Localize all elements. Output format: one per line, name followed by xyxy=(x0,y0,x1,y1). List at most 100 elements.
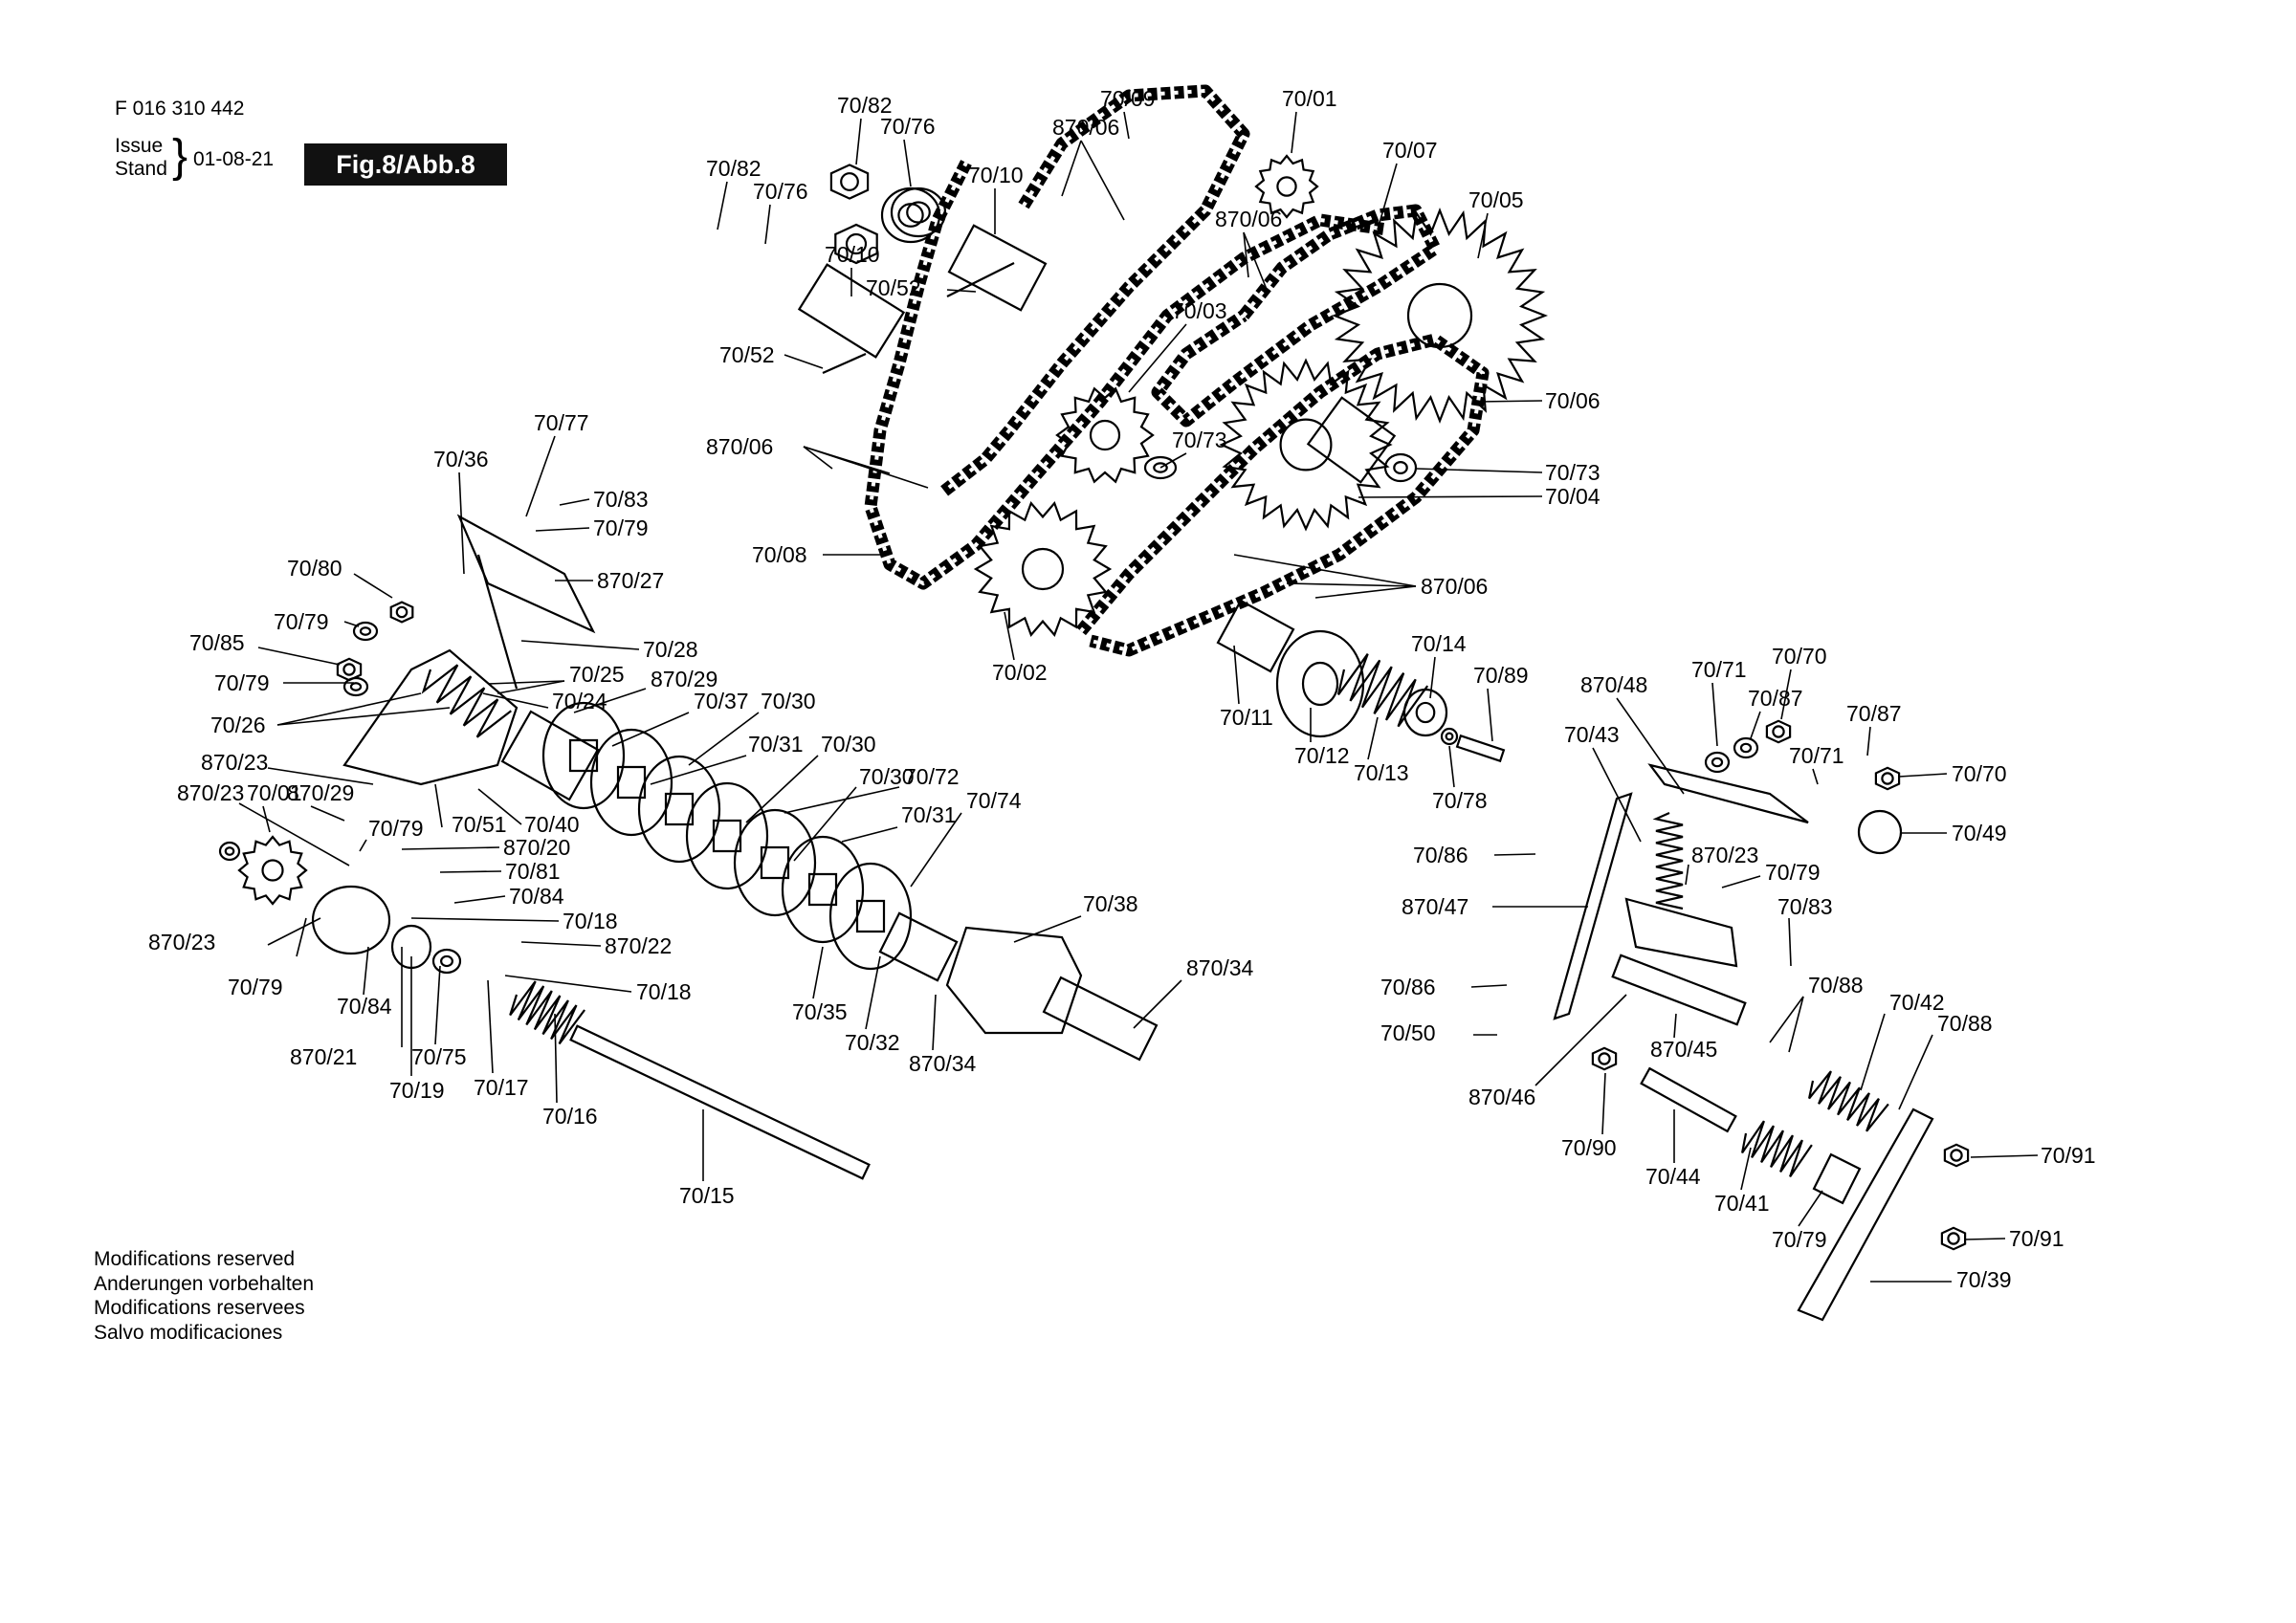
part-label: 70/89 xyxy=(1473,663,1529,688)
nut-70-82 xyxy=(834,223,878,265)
part-label: 870/45 xyxy=(1650,1037,1717,1062)
leader-line xyxy=(1243,231,1269,293)
leader-line xyxy=(903,139,912,187)
leader-line xyxy=(310,805,345,822)
leader-line xyxy=(453,895,506,904)
hub-70-04 xyxy=(1306,396,1397,484)
part-label: 70/79 xyxy=(593,515,649,540)
part-label: 70/50 xyxy=(1380,1020,1436,1045)
nut-70-91b-bore xyxy=(1947,1232,1960,1245)
part-label: 70/86 xyxy=(1380,975,1436,999)
leader-line xyxy=(1233,645,1240,705)
part-label: 70/71 xyxy=(1691,657,1747,682)
nut-70-70b xyxy=(1874,766,1901,791)
leader-line xyxy=(855,118,862,165)
sprocket-70-03-hub xyxy=(1089,419,1121,451)
part-label: 70/76 xyxy=(753,179,808,204)
disc-70-3x xyxy=(781,835,865,944)
leader-line xyxy=(1377,163,1398,230)
washer-70-75 xyxy=(431,948,462,975)
leader-line xyxy=(1798,1190,1823,1227)
part-label: 70/39 xyxy=(1956,1267,2012,1292)
part-label: 70/35 xyxy=(792,999,848,1024)
leader-line xyxy=(1477,212,1489,259)
part-label: 70/07 xyxy=(1382,138,1438,163)
leader-line xyxy=(1812,768,1819,785)
leader-line xyxy=(267,917,321,946)
leader-line xyxy=(262,805,271,833)
leader-line xyxy=(1291,111,1297,154)
part-label: 70/82 xyxy=(706,156,762,181)
nut-70-70b-bore xyxy=(1881,772,1894,785)
part-label: 70/08 xyxy=(752,542,807,567)
washer-70-79a xyxy=(352,621,379,642)
disc-70-12-hole xyxy=(1301,661,1339,707)
part-label: 70/30 xyxy=(761,689,816,713)
part-label: 70/06 xyxy=(1545,388,1601,413)
part-label: 70/79 xyxy=(274,609,329,634)
nut-70-90-bore xyxy=(1598,1052,1611,1065)
part-label: 70/70 xyxy=(1952,761,2007,786)
nut-70-90 xyxy=(1591,1046,1618,1071)
part-label: 70/24 xyxy=(552,689,607,713)
shaft-70-44 xyxy=(1640,1066,1737,1133)
part-label: 70/03 xyxy=(1172,298,1227,323)
part-label: 70/73 xyxy=(1172,428,1227,452)
clutch-870-34 xyxy=(945,926,1083,1035)
washer-70-78 xyxy=(1440,727,1459,746)
disc-70-3x xyxy=(541,701,626,810)
leader-line xyxy=(1685,864,1689,886)
leader-line xyxy=(1788,996,1804,1053)
spring-70-13 xyxy=(1336,653,1429,728)
leader-line xyxy=(1013,915,1082,943)
part-label: 870/06 xyxy=(1215,207,1282,231)
sprocket-70-05 xyxy=(1331,207,1549,425)
leader-line xyxy=(764,204,771,245)
part-label: 70/32 xyxy=(845,1030,900,1055)
washer-70-87-hole xyxy=(1739,742,1753,754)
leader-line xyxy=(1673,1013,1677,1039)
sprocket-70-01b xyxy=(237,835,308,906)
part-label: 70/18 xyxy=(563,909,618,933)
part-label: 70/52 xyxy=(866,275,921,300)
leader-line xyxy=(1429,656,1436,699)
leader-line xyxy=(1415,468,1543,473)
leader-line xyxy=(1080,140,1125,221)
bracket-870-46 xyxy=(1624,897,1738,968)
part-label: 70/75 xyxy=(411,1044,467,1069)
bushing-70-40 xyxy=(1812,1152,1862,1205)
washer-70-79b xyxy=(342,676,369,697)
part-label: 70/12 xyxy=(1294,743,1350,768)
sprocket-70-03 xyxy=(1055,386,1155,484)
part-label: 70/88 xyxy=(1937,1011,1993,1036)
part-label: 70/10 xyxy=(968,163,1024,187)
leader-line xyxy=(1470,984,1508,988)
washer-70-72-hole xyxy=(224,846,235,856)
shaft-70-10 xyxy=(947,224,1048,312)
disc-square-hole xyxy=(760,845,790,880)
leader-line xyxy=(434,783,443,828)
leader-line xyxy=(841,826,898,843)
pin-870-45 xyxy=(1611,954,1747,1026)
washer-70-78-hole xyxy=(1445,732,1454,741)
part-label: 70/82 xyxy=(837,93,893,118)
leader-line xyxy=(559,498,590,506)
part-label: 70/40 xyxy=(524,812,580,837)
leader-line xyxy=(1061,140,1082,197)
part-label: 70/18 xyxy=(636,979,692,1004)
sprocket-70-04 xyxy=(1219,358,1393,532)
pin-70-52 xyxy=(946,262,1015,297)
bolt-70-89 xyxy=(1455,734,1506,763)
chain-70-07-pins xyxy=(1155,208,1438,424)
leader-line xyxy=(343,621,360,627)
part-label: 870/20 xyxy=(503,835,570,860)
leader-line xyxy=(1286,582,1417,587)
leader-line xyxy=(1314,585,1417,599)
figure-badge: Fig.8/Abb.8 xyxy=(304,143,507,186)
part-label: 870/22 xyxy=(605,933,672,958)
leader-line xyxy=(359,839,367,852)
part-label: 870/48 xyxy=(1580,672,1647,697)
chain-70-09-pins xyxy=(940,88,1247,494)
leader-line xyxy=(946,289,977,293)
part-label: 70/10 xyxy=(825,242,880,267)
